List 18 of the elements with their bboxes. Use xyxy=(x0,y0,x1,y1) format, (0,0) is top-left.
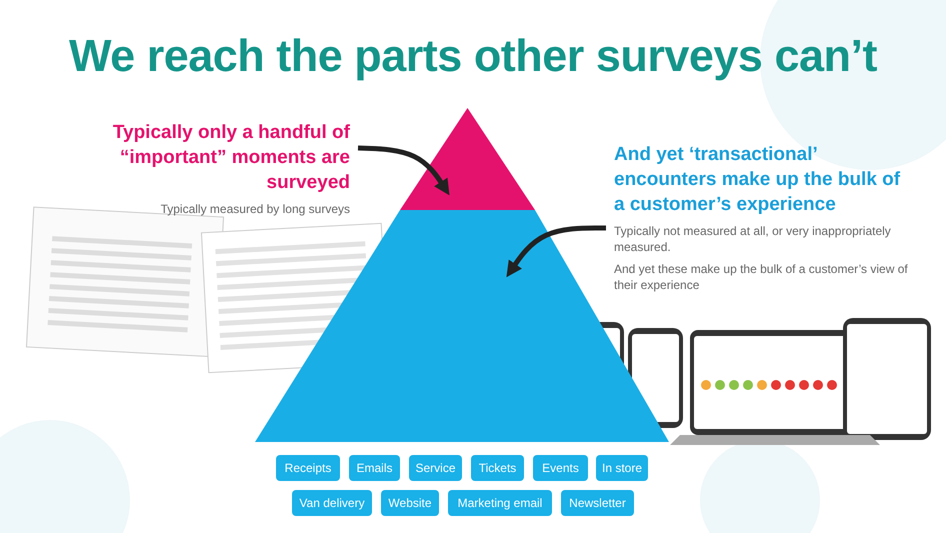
channel-tag: Tickets xyxy=(471,455,524,481)
title: We reach the parts other surveys can’t xyxy=(68,30,878,82)
channel-tag: Marketing email xyxy=(448,490,552,516)
note: Typically measured by long surveys xyxy=(160,201,350,217)
note: Typically not measured at all, or very inappropriately measured. xyxy=(614,223,892,255)
curved-arrow xyxy=(358,146,450,196)
channel-tag: Website xyxy=(381,490,439,516)
channel-tag: Van delivery xyxy=(292,490,372,516)
channel-tag: Receipts xyxy=(276,455,340,481)
channel-tag: Newsletter xyxy=(561,490,634,516)
note: And yet these make up the bulk of a customer’s view of their experience xyxy=(614,261,909,293)
channel-tag: In store xyxy=(596,455,648,481)
heading: And yet ‘transactional’ encounters make up the bulk of a customer’s experience xyxy=(614,143,902,217)
curved-arrow xyxy=(506,226,606,278)
channel-tag: Service xyxy=(409,455,462,481)
channel-tag: Emails xyxy=(349,455,400,481)
channel-tag: Events xyxy=(533,455,588,481)
heading: Typically only a handful of “important” moments are surveyed xyxy=(112,121,350,195)
